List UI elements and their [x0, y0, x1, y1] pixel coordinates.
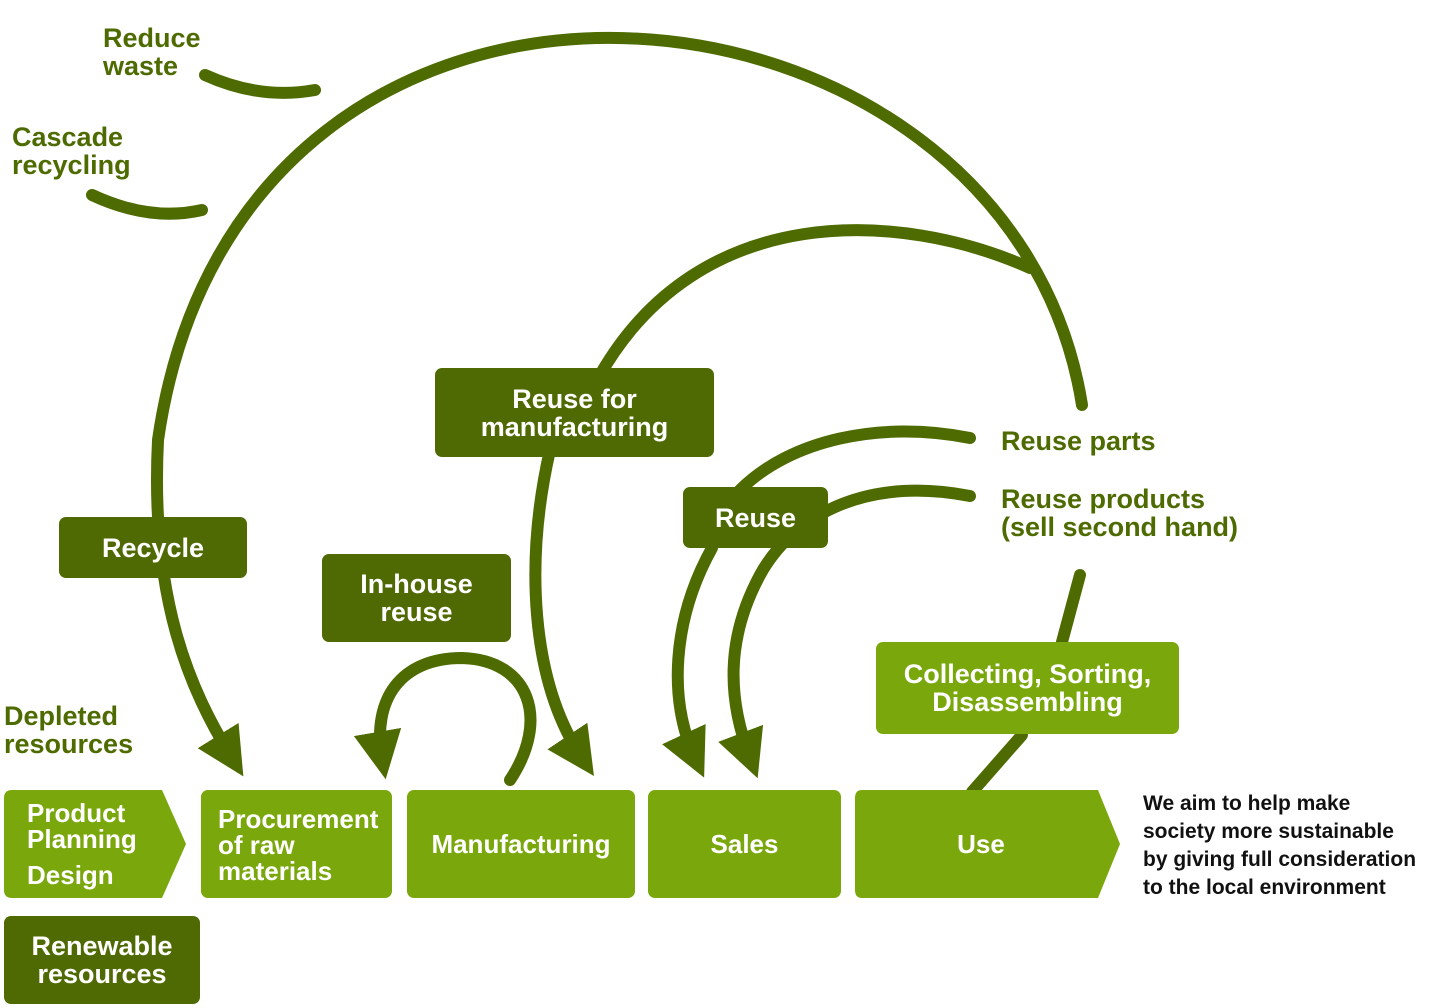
reuse-manufacturing-down [529, 444, 594, 776]
reuse-parts-down [662, 542, 718, 778]
reuse-manufacturing-arc [594, 224, 1036, 381]
reduce-waste-label: Reduce waste [103, 23, 201, 81]
reuse-box: Reuse [683, 487, 828, 548]
cascade-recycling-label: Cascade recycling [12, 122, 131, 180]
recycle-arc [151, 31, 1088, 777]
reduce-waste-stroke [199, 69, 321, 99]
cascade-recycling-stroke [86, 189, 208, 220]
reuse-products-label: Reuse products (sell second hand) [1001, 484, 1239, 542]
recycle-box: Recycle [59, 517, 247, 578]
design-stage: Design [27, 860, 114, 890]
reuse-for-manufacturing-box: Reuse for manufacturing [435, 368, 714, 457]
collect-use-stroke [966, 729, 1028, 798]
use-stage: Use [957, 829, 1005, 859]
sales-stage: Sales [710, 829, 779, 859]
collecting-sorting-box: Collecting, Sorting, Disassembling [876, 642, 1179, 734]
procurement-stage: Procurement of raw materials [218, 804, 379, 886]
reuse-parts-label: Reuse parts [1001, 426, 1156, 456]
product-planning-stage: Product Planning [27, 798, 137, 854]
depleted-resources-label: Depleted resources [4, 701, 134, 759]
in-house-reuse-box: In-house reuse [322, 554, 511, 642]
in-house-loop [353, 651, 537, 786]
tagline: We aim to help make society more sustain… [1143, 792, 1417, 899]
renewable-resources-box: Renewable resources [4, 916, 200, 1004]
manufacturing-stage: Manufacturing [431, 829, 611, 859]
reuse-products-arc [718, 484, 976, 779]
use-collect-stroke [1056, 569, 1086, 648]
reuse-parts-arc [734, 425, 976, 496]
